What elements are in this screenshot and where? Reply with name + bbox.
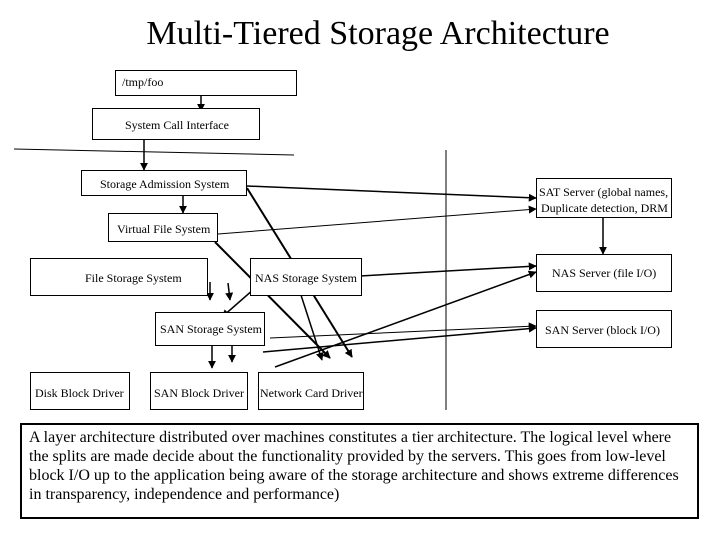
san-block-driver-label: SAN Block Driver: [154, 386, 244, 400]
system-call-interface-label: System Call Interface: [125, 118, 229, 132]
nas-storage-system-box: NAS Storage System: [250, 258, 362, 296]
network-card-driver-label: Network Card Driver: [260, 386, 363, 400]
storage-admission-label: Storage Admission System: [100, 177, 230, 191]
caption-text: A layer architecture distributed over ma…: [20, 423, 699, 519]
nas-server-box: NAS Server (file I/O): [536, 254, 672, 292]
system-call-interface-box: System Call Interface: [92, 108, 260, 140]
tier-separator-horizontal: [13, 148, 295, 156]
san-storage-system-box: SAN Storage System: [155, 312, 265, 346]
path-box: /tmp/foo: [115, 70, 297, 96]
arrow-network-to-san-server: [262, 324, 537, 353]
file-storage-system-label: File Storage System: [85, 271, 182, 285]
virtual-file-system-label: Virtual File System: [117, 222, 211, 236]
file-storage-system-box: File Storage System: [30, 258, 208, 296]
arrow-nas-to-nas-server: [359, 262, 537, 277]
sat-server-label-line2: Duplicate detection, DRM: [541, 201, 668, 215]
san-server-box: SAN Server (block I/O): [536, 310, 672, 348]
san-storage-system-label: SAN Storage System: [160, 322, 262, 336]
san-server-label: SAN Server (block I/O): [545, 323, 660, 337]
sat-server-box: SAT Server (global names, Duplicate dete…: [536, 178, 672, 218]
storage-admission-box: Storage Admission System: [81, 170, 247, 196]
arrow-vfs-to-nas: [214, 241, 331, 359]
arrow-nas-to-network: [299, 291, 324, 361]
disk-block-driver-box: Disk Block Driver: [30, 372, 130, 410]
path-label: /tmp/foo: [122, 75, 164, 89]
arrow-vfs-to-sat: [217, 205, 537, 235]
nas-server-label: NAS Server (file I/O): [552, 266, 657, 280]
diagram-title: Multi-Tiered Storage Architecture: [146, 15, 610, 52]
arrow-admission-to-sat: [246, 185, 537, 202]
san-block-driver-box: SAN Block Driver: [150, 372, 248, 410]
network-card-driver-box: Network Card Driver: [258, 372, 364, 410]
sat-server-label-line1: SAT Server (global names,: [539, 185, 669, 199]
disk-block-driver-label: Disk Block Driver: [35, 386, 124, 400]
nas-storage-system-label: NAS Storage System: [255, 271, 357, 285]
virtual-file-system-box: Virtual File System: [108, 213, 218, 242]
arrow-file-to-san: [225, 282, 234, 301]
